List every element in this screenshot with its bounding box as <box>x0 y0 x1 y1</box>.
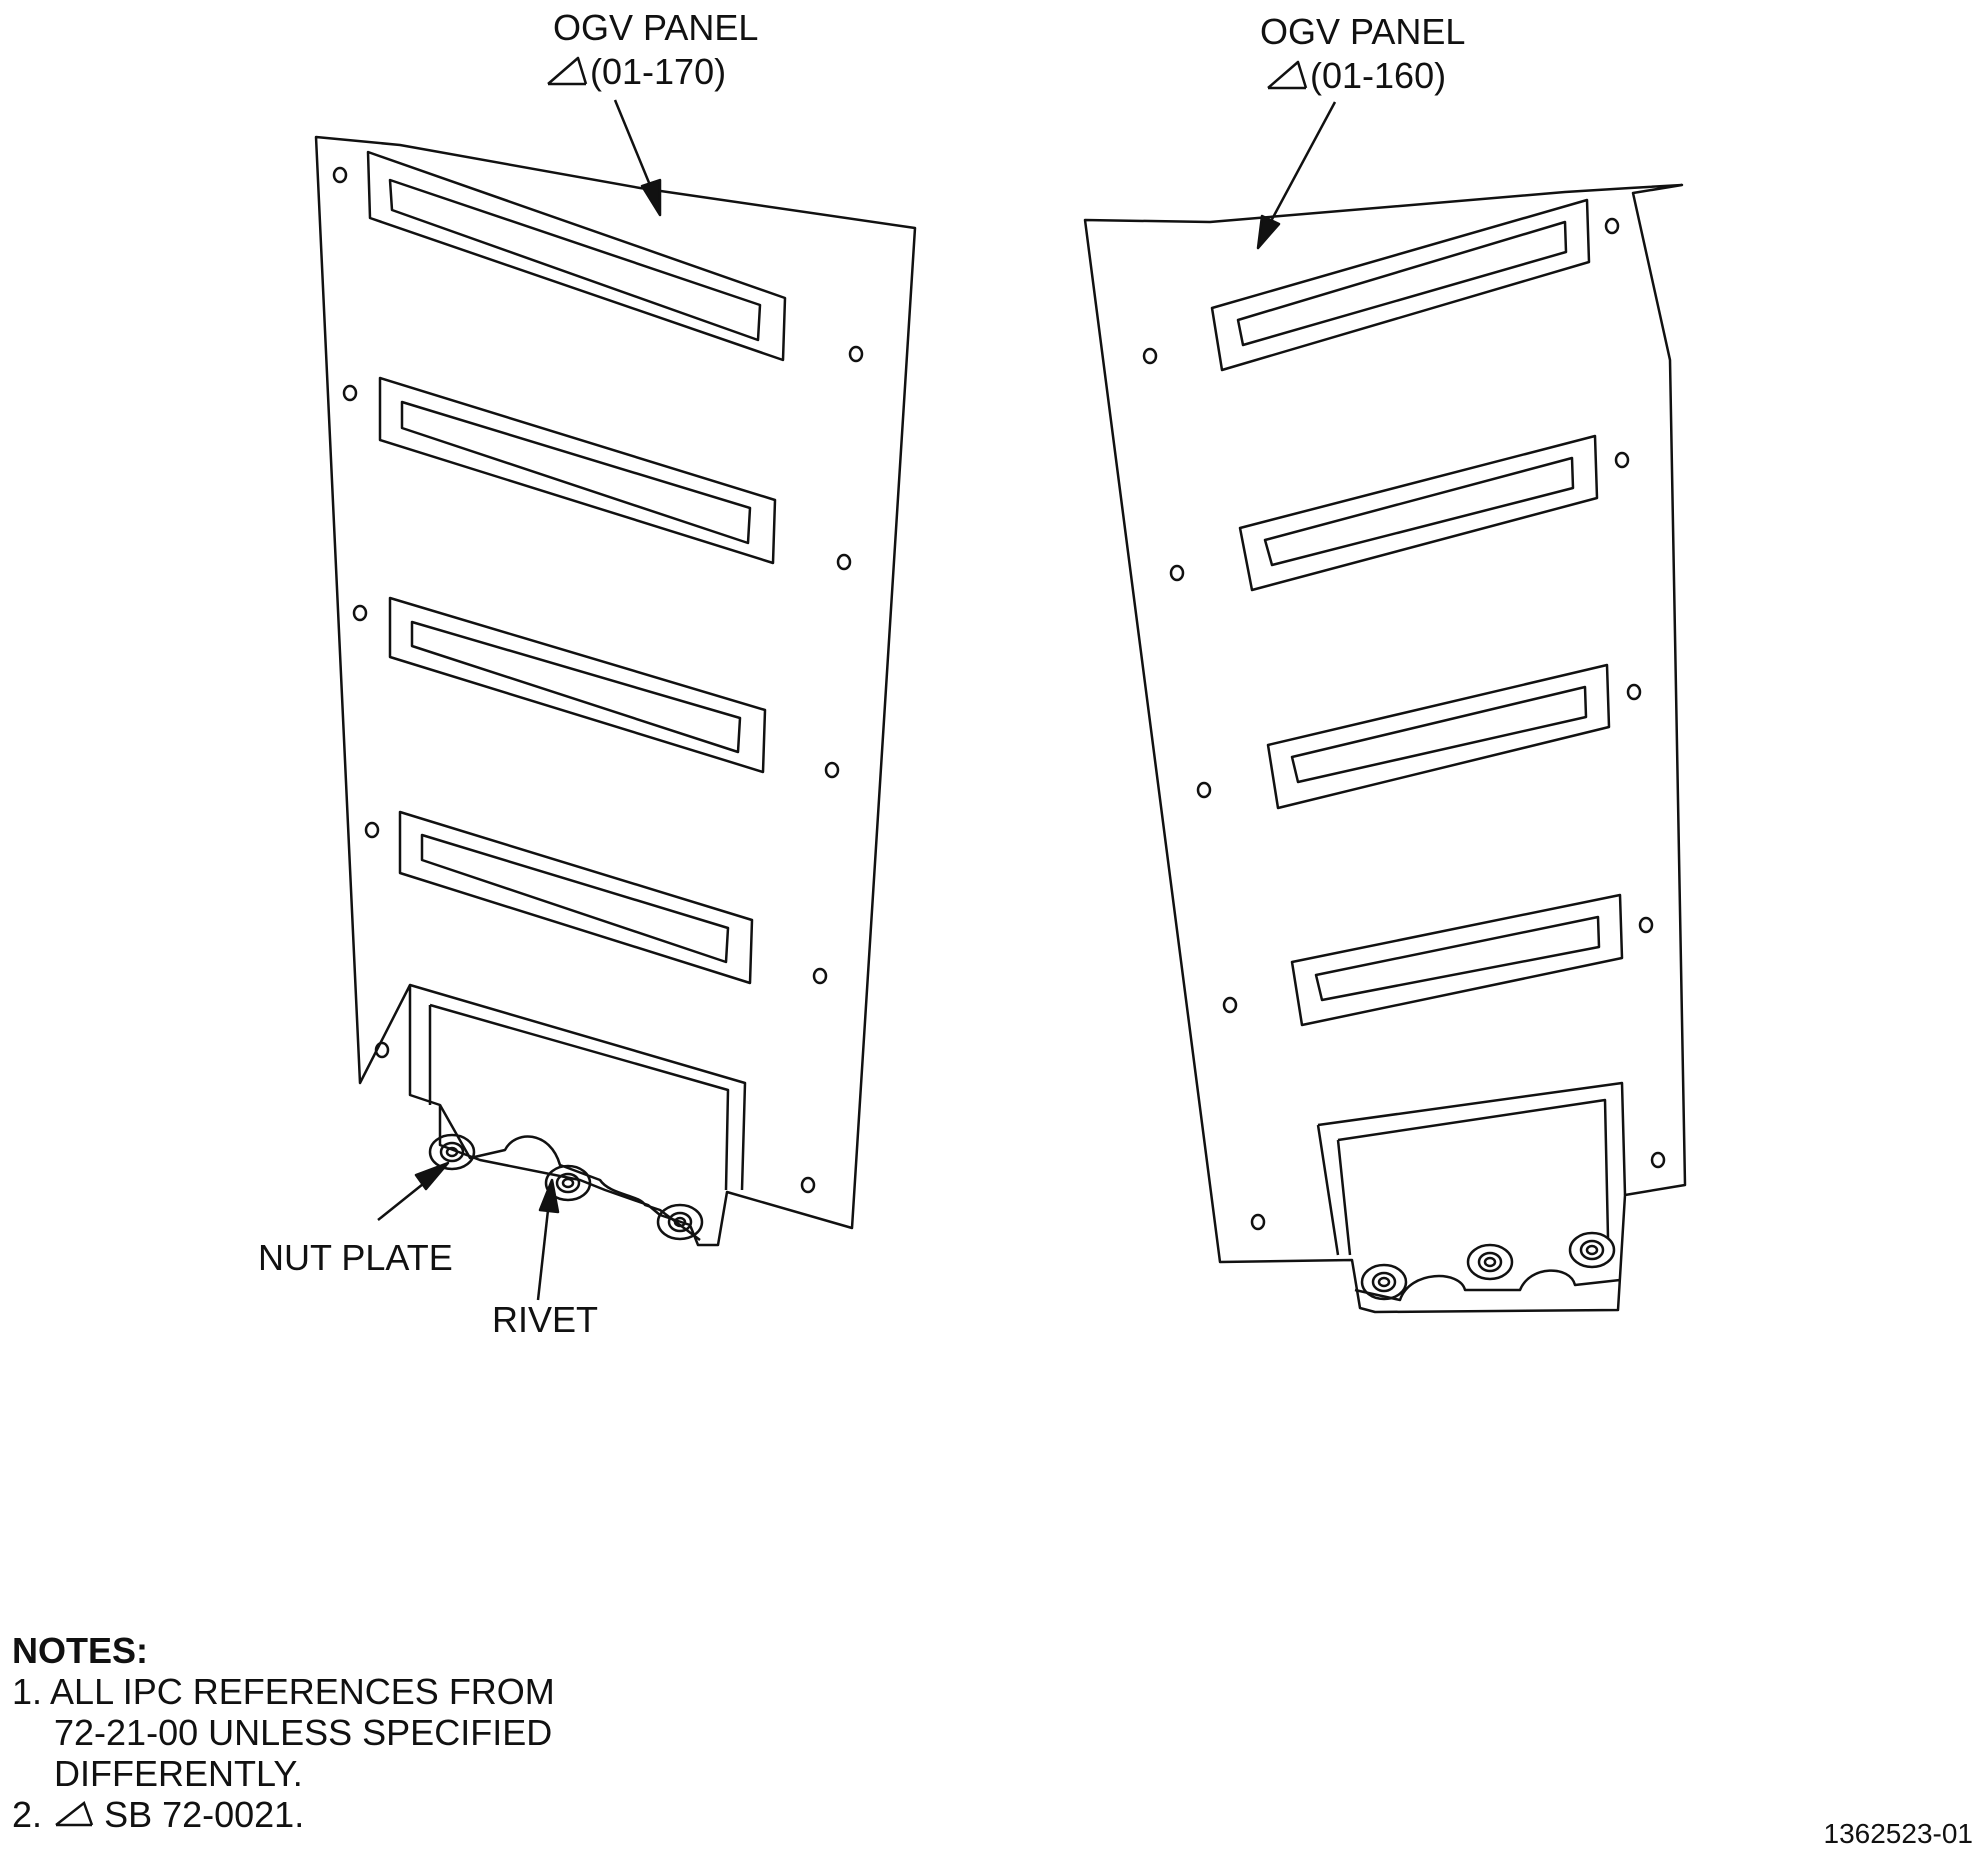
right-panel-name: OGV PANEL <box>1260 11 1465 52</box>
leader-nut-plate <box>377 1161 450 1221</box>
right-vent-slot-3 <box>1266 663 1611 810</box>
right-ogv-panel <box>1083 183 1687 1314</box>
leader-left-panel <box>613 99 662 217</box>
notes-block: NOTES: 1. ALL IPC REFERENCES FROM 72-21-… <box>12 1630 555 1835</box>
nut-plate-label: NUT PLATE <box>258 1237 453 1278</box>
right-panel-ref: (01-160) <box>1310 55 1446 96</box>
sb-flag-icon <box>547 56 588 86</box>
note-2-prefix: 2. <box>12 1794 43 1835</box>
right-nut-plates <box>1360 1231 1616 1301</box>
left-panel-name: OGV PANEL <box>553 7 758 48</box>
left-vent-slot-4 <box>398 810 754 985</box>
left-nut-plates <box>428 1133 704 1241</box>
left-panel-ref: (01-170) <box>590 51 726 92</box>
left-mounting-holes <box>332 166 864 1194</box>
sb-flag-icon <box>55 1800 94 1827</box>
leader-rivet <box>536 1178 560 1301</box>
note-1-line-3: DIFFERENTLY. <box>54 1753 303 1794</box>
notes-title: NOTES: <box>12 1630 149 1671</box>
right-vent-slot-2 <box>1238 434 1599 592</box>
note-1-line-2: 72-21-00 UNLESS SPECIFIED <box>54 1712 553 1753</box>
right-vent-slot-4 <box>1290 893 1624 1027</box>
left-bottom-bracket <box>409 983 747 1241</box>
note-2: 2. SB 72-0021. <box>12 1794 555 1835</box>
nut-plate <box>656 1203 704 1241</box>
sb-flag-icon <box>1267 60 1308 90</box>
nut-plate <box>1360 1263 1408 1301</box>
figure-number: 1362523-01 <box>1823 1818 1973 1849</box>
left-vent-slot-3 <box>388 596 767 774</box>
nut-plate <box>1466 1243 1514 1281</box>
nut-plate <box>428 1133 476 1171</box>
left-vent-slot-2 <box>378 376 777 565</box>
note-1-line-1: 1. ALL IPC REFERENCES FROM <box>12 1671 555 1712</box>
right-mounting-holes <box>1142 217 1666 1231</box>
right-bottom-bracket <box>1316 1081 1627 1302</box>
leader-lines <box>377 99 1337 1301</box>
right-vent-slot-1 <box>1210 198 1591 372</box>
left-vent-slot-1 <box>366 150 787 362</box>
nut-plate <box>1568 1231 1616 1269</box>
nut-plate <box>544 1164 592 1202</box>
leader-right-panel <box>1256 101 1337 250</box>
rivet-label: RIVET <box>492 1299 598 1340</box>
left-ogv-panel <box>314 135 917 1247</box>
note-2-text: SB 72-0021. <box>104 1794 305 1835</box>
